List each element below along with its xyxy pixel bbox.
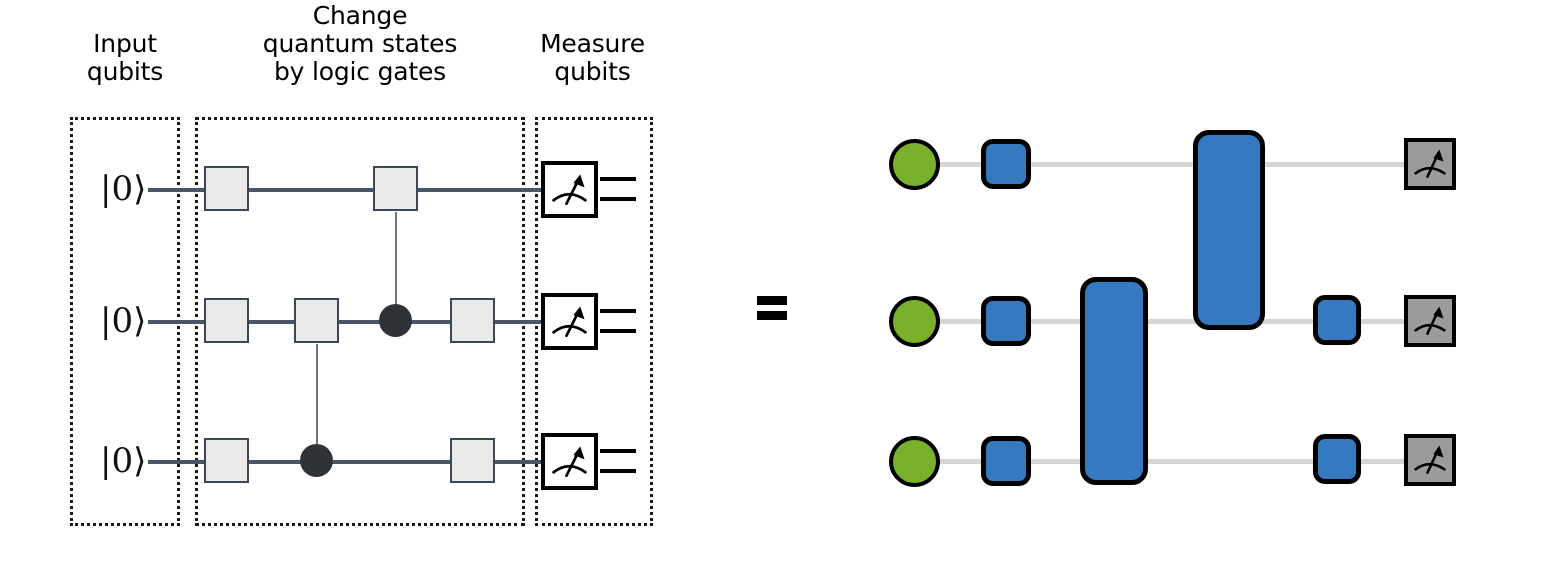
meter-icon [552, 306, 587, 338]
hw-measure-box-q1[interactable] [1404, 295, 1456, 347]
caption-change-line3: by logic gates [274, 57, 446, 86]
meter-icon [1414, 149, 1446, 178]
equals-bar-top [757, 296, 787, 305]
pulse-q0q1-c2[interactable] [1193, 130, 1265, 330]
pulse-q2-c0[interactable] [981, 436, 1031, 486]
hw-measure-box-q0[interactable] [1404, 138, 1456, 190]
hw-wire-2 [935, 459, 1410, 464]
qubit-wire-0 [148, 188, 543, 192]
gate-q1-c0[interactable] [204, 298, 249, 343]
caption-change-line1: Change [312, 1, 408, 30]
hw-wire-0 [935, 162, 1410, 167]
qubit-label-0: |0⟩ [100, 169, 147, 209]
hw-measure-box-q2[interactable] [1404, 434, 1456, 486]
measure-lead-q0-bottom [600, 197, 636, 201]
measure-box-q0[interactable] [541, 161, 598, 218]
qubit-wire-2 [148, 460, 543, 464]
pulse-q1-c0[interactable] [981, 296, 1031, 346]
measure-box-q1[interactable] [541, 293, 598, 350]
caption-measure-line1: Measure [540, 29, 645, 58]
meter-icon [552, 174, 587, 206]
control-dot-q1-c2[interactable] [379, 304, 412, 337]
meter-icon [1414, 445, 1446, 474]
caption-input-qubits: Input qubits [70, 30, 180, 86]
qubit-label-2: |0⟩ [100, 441, 147, 481]
caption-change-states: Change quantum states by logic gates [195, 2, 525, 86]
control-line-q0-q1 [395, 212, 397, 322]
init-circle-q1[interactable] [889, 296, 940, 347]
measure-lead-q2-top [600, 449, 636, 453]
control-dot-q2-c1[interactable] [300, 444, 333, 477]
caption-measure-line2: qubits [554, 57, 631, 86]
meter-icon [1414, 306, 1446, 335]
pulse-q0-c0[interactable] [981, 139, 1031, 189]
gate-q1-c3[interactable] [450, 298, 495, 343]
caption-measure-qubits: Measure qubits [530, 30, 655, 86]
pulse-q1-c3[interactable] [1313, 295, 1361, 345]
equivalence-symbol [757, 296, 789, 322]
qubit-wire-1 [148, 320, 543, 324]
pulse-q1q2-c1[interactable] [1080, 277, 1148, 485]
measure-box-q2[interactable] [541, 433, 598, 490]
equals-bar-bottom [757, 311, 787, 320]
measure-lead-q2-bottom [600, 469, 636, 473]
init-circle-q2[interactable] [889, 436, 940, 487]
control-line-q1-q2 [316, 344, 318, 462]
gate-q2-c3[interactable] [450, 438, 495, 483]
gate-q2-c0[interactable] [204, 438, 249, 483]
meter-icon [552, 446, 587, 478]
qubit-label-1: |0⟩ [100, 301, 147, 341]
hw-wire-1 [935, 319, 1410, 324]
caption-change-line2: quantum states [262, 29, 458, 58]
caption-input-line1: Input [93, 29, 157, 58]
pulse-q2-c3[interactable] [1313, 434, 1361, 484]
init-circle-q0[interactable] [889, 139, 940, 190]
gate-q0-c2[interactable] [373, 166, 418, 211]
measure-lead-q1-top [600, 309, 636, 313]
measure-lead-q0-top [600, 177, 636, 181]
gate-q0-c0[interactable] [204, 166, 249, 211]
measure-lead-q1-bottom [600, 329, 636, 333]
caption-input-line2: qubits [86, 57, 164, 86]
gate-q1-c1[interactable] [294, 298, 339, 343]
